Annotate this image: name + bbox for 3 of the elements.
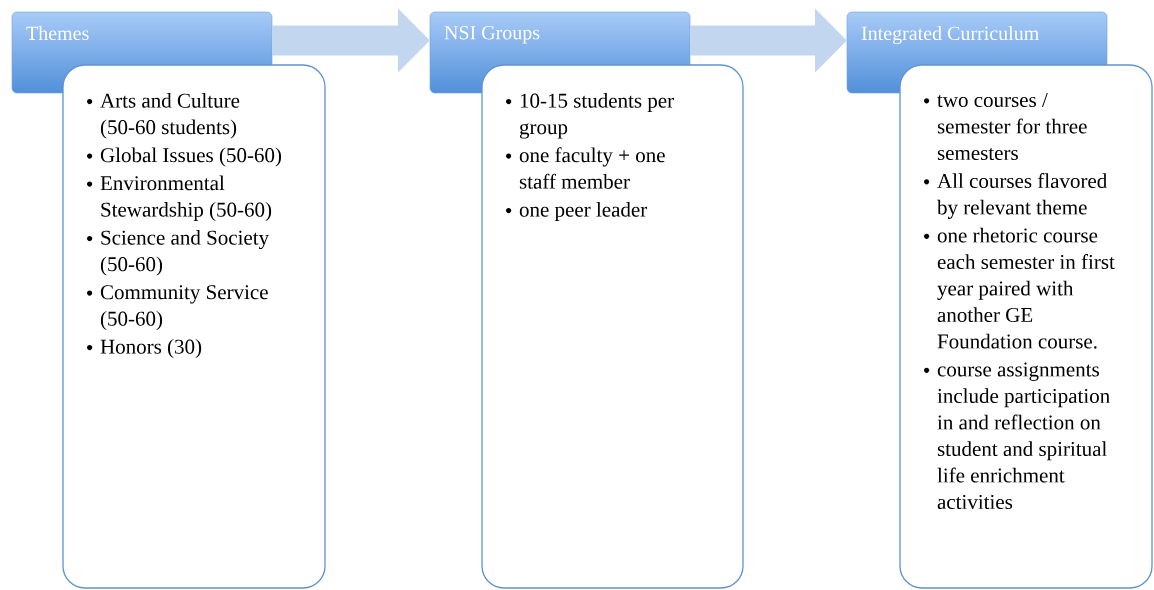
bullet-list-box: two courses / semester for three semesters All courses flavored by relevant theme one rhetoric course each semester in first year paired with another GE Foundation course. course assignments include participation in and reflection on student and spiritual life enrichment activities: [899, 64, 1153, 589]
bullet-list-box: 10-15 students per group one faculty + one staff member one peer leader: [481, 64, 744, 589]
bullet-list-box: Arts and Culture (50-60 students) Global Issues (50-60) Environmental Stewardship (50-60) Science and Society (50-60) Community Service (50-60) Honors (30): [62, 64, 326, 589]
